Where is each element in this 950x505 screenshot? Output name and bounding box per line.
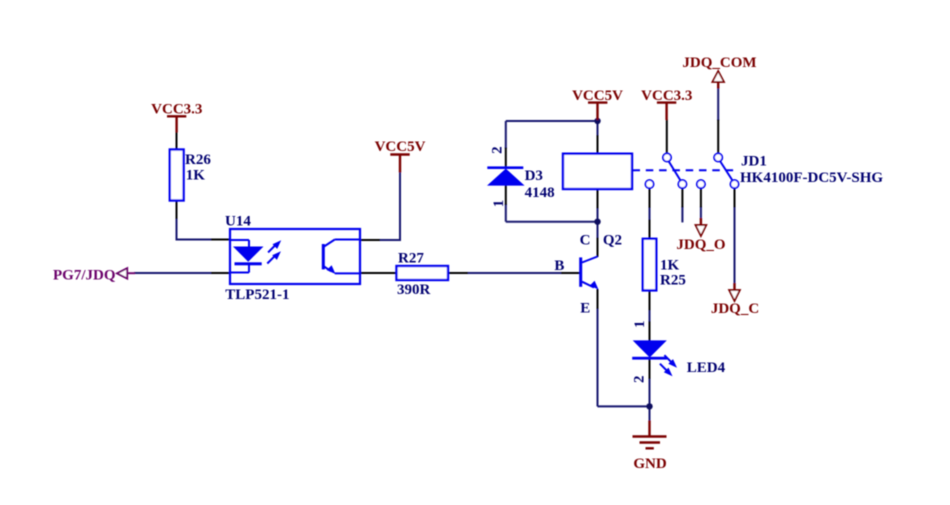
svg-text:VCC3.3: VCC3.3 — [641, 88, 692, 104]
svg-text:1: 1 — [632, 321, 648, 329]
svg-text:E: E — [580, 301, 590, 317]
svg-text:U14: U14 — [225, 214, 251, 230]
svg-text:HK4100F-DC5V-SHG: HK4100F-DC5V-SHG — [740, 170, 883, 186]
svg-text:PG7/JDQ: PG7/JDQ — [53, 268, 116, 284]
svg-text:VCC3.3: VCC3.3 — [151, 102, 202, 118]
svg-text:JDQ_O: JDQ_O — [676, 237, 725, 253]
svg-text:C: C — [580, 232, 591, 248]
svg-text:LED4: LED4 — [687, 360, 726, 376]
svg-text:R27: R27 — [398, 251, 424, 267]
svg-text:JDQ_COM: JDQ_COM — [682, 55, 756, 71]
svg-text:2: 2 — [632, 376, 648, 384]
svg-text:1: 1 — [491, 200, 507, 208]
svg-text:4148: 4148 — [525, 185, 555, 201]
svg-text:1K: 1K — [660, 258, 680, 274]
svg-text:VCC5V: VCC5V — [375, 139, 426, 155]
svg-text:390R: 390R — [397, 282, 431, 298]
svg-text:TLP521-1: TLP521-1 — [225, 287, 289, 303]
svg-text:GND: GND — [633, 456, 667, 472]
svg-text:R25: R25 — [660, 273, 686, 289]
svg-text:D3: D3 — [525, 168, 543, 184]
svg-text:Q2: Q2 — [603, 232, 622, 248]
svg-text:JDQ_C: JDQ_C — [711, 301, 759, 317]
svg-text:VCC5V: VCC5V — [572, 88, 623, 104]
svg-text:1K: 1K — [186, 168, 206, 184]
svg-text:JD1: JD1 — [741, 154, 767, 170]
svg-text:2: 2 — [490, 146, 506, 154]
svg-text:B: B — [554, 258, 564, 274]
svg-text:R26: R26 — [185, 152, 211, 168]
